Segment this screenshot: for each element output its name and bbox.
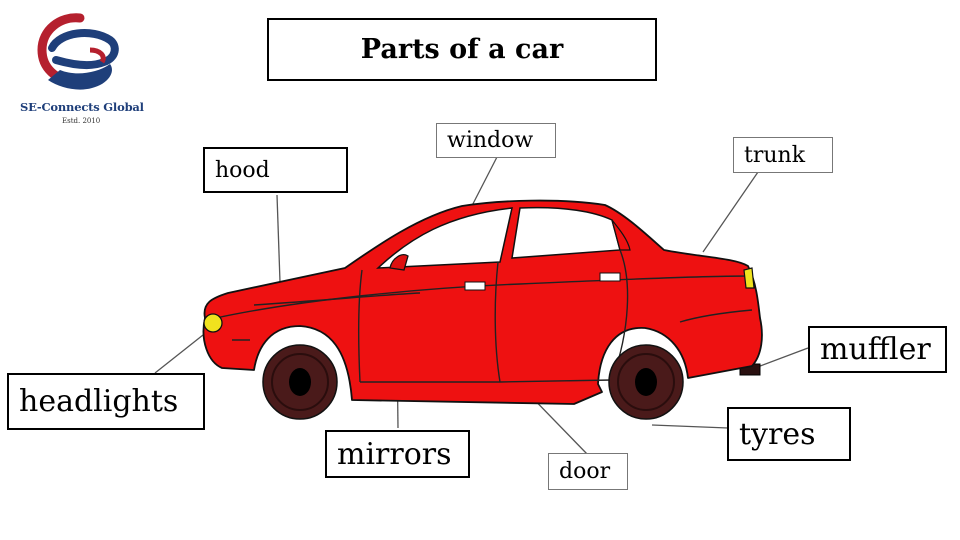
logo-established: Estd. 2010: [62, 117, 101, 125]
front-wheel: [262, 344, 338, 420]
side-mirror: [389, 254, 409, 271]
label-trunk: trunk: [733, 137, 833, 173]
label-door: door: [548, 453, 628, 490]
headlight: [203, 313, 223, 333]
page-title: Parts of a car: [267, 18, 657, 81]
label-hood: hood: [203, 147, 348, 193]
label-tyres: tyres: [727, 407, 851, 461]
hood-leader-line: [276, 194, 281, 283]
trunk-leader-line: [702, 171, 759, 253]
se-connects-logo-icon: [37, 13, 119, 90]
label-headlights: headlights: [7, 373, 205, 430]
car-body: [202, 199, 763, 405]
label-mirrors: mirrors: [325, 430, 470, 478]
front-window: [375, 207, 513, 269]
label-muffler: muffler: [808, 326, 947, 373]
label-window: window: [436, 123, 556, 158]
tyres-leader-line: [651, 424, 729, 429]
taillight: [743, 267, 755, 289]
logo-name: SE-Connects Global: [20, 100, 144, 114]
muffler-leader-line: [754, 347, 809, 369]
rear-wheel: [608, 344, 684, 420]
headlights-leader-line: [154, 334, 204, 374]
